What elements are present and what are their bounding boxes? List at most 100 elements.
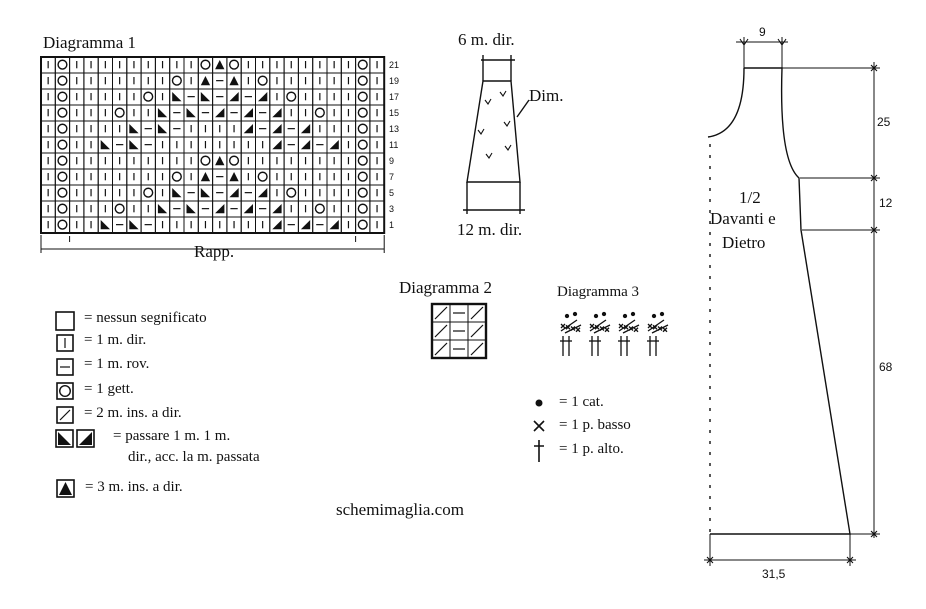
dot-icon bbox=[535, 399, 543, 407]
chain-dot bbox=[622, 313, 628, 319]
yarn-over-circle bbox=[314, 107, 325, 118]
chart-cell bbox=[312, 136, 328, 154]
sleeve-shape bbox=[466, 80, 521, 183]
yarn-over-circle bbox=[357, 123, 368, 134]
yarn-over-circle bbox=[57, 219, 68, 230]
chart-cell bbox=[183, 120, 199, 138]
chart-cell bbox=[431, 321, 451, 341]
chart-cell bbox=[126, 136, 142, 154]
chart-cell bbox=[240, 184, 256, 202]
diagram1-title: Diagramma 1 bbox=[43, 33, 136, 52]
skpo-left-triangle bbox=[200, 92, 211, 102]
chart-cell bbox=[212, 200, 228, 218]
yarn-over-circle bbox=[57, 171, 68, 182]
chart-cell bbox=[54, 216, 71, 234]
chart-cell bbox=[355, 168, 371, 186]
chart-cell bbox=[154, 120, 171, 138]
skpo-left-triangle bbox=[129, 220, 139, 230]
row-number: 13 bbox=[389, 124, 400, 134]
skpo-right-triangle bbox=[329, 140, 339, 150]
chart-cell bbox=[197, 200, 214, 218]
row-number: 9 bbox=[389, 156, 395, 166]
chart-cell bbox=[40, 168, 56, 186]
chart-cell bbox=[312, 88, 328, 106]
chart-cell bbox=[226, 216, 242, 234]
dim-armhole: 25 bbox=[877, 115, 891, 129]
yarn-over-circle bbox=[357, 59, 368, 70]
chart-cell bbox=[69, 104, 85, 122]
chart-cell bbox=[154, 168, 171, 186]
chart-cell bbox=[467, 303, 487, 323]
chart-cell bbox=[283, 120, 299, 138]
cross-stitch bbox=[589, 323, 595, 329]
legend-box bbox=[76, 429, 95, 448]
chart-cell bbox=[240, 216, 256, 234]
chart-cell bbox=[69, 200, 85, 218]
yarn-over-circle bbox=[357, 219, 368, 230]
legend-box bbox=[56, 406, 74, 424]
chart-cell bbox=[83, 136, 99, 154]
chart-cell bbox=[97, 104, 113, 122]
chart-cell bbox=[255, 136, 271, 154]
chart-cell bbox=[183, 136, 199, 154]
chart-cell bbox=[255, 56, 271, 74]
chain-arc bbox=[589, 319, 611, 334]
chart-cell bbox=[326, 168, 342, 186]
chart-cell bbox=[283, 88, 299, 106]
yarn-over-circle bbox=[143, 91, 154, 102]
chain-dot bbox=[601, 311, 607, 317]
cross-stitch bbox=[604, 327, 610, 333]
triple-triangle bbox=[215, 156, 225, 166]
yarn-over-circle bbox=[57, 123, 68, 134]
chart-cell bbox=[312, 56, 328, 74]
skpo-right-triangle bbox=[243, 204, 253, 214]
legend-text: = nessun segnificato bbox=[84, 310, 207, 326]
schematic-neckline bbox=[707, 67, 745, 138]
skpo-left-triangle bbox=[157, 204, 168, 214]
chart-cell bbox=[340, 104, 357, 122]
chart-cell bbox=[97, 152, 113, 170]
skpo-right-triangle bbox=[272, 220, 282, 230]
chart-cell bbox=[326, 120, 342, 138]
chart-cell bbox=[212, 88, 228, 106]
yarn-over-circle bbox=[357, 75, 368, 86]
chart-cell bbox=[212, 216, 228, 234]
legend-box bbox=[55, 311, 75, 331]
yarn-over-circle bbox=[228, 155, 240, 166]
chart-cell bbox=[312, 216, 328, 234]
sleeve-dim-label: Dim. bbox=[529, 86, 564, 105]
row-number: 11 bbox=[389, 140, 399, 150]
chart-cell bbox=[212, 72, 228, 90]
chart-cell bbox=[312, 72, 328, 90]
chart-cell bbox=[226, 88, 242, 106]
chart-cell bbox=[449, 321, 469, 341]
chart-cell bbox=[326, 216, 342, 234]
chart-cell bbox=[283, 216, 299, 234]
chart-cell bbox=[169, 184, 185, 202]
chart-cell bbox=[240, 120, 256, 138]
chart-cell bbox=[212, 184, 228, 202]
chain-arc bbox=[560, 319, 582, 334]
chart-cell bbox=[340, 168, 357, 186]
schematic-outline bbox=[707, 67, 851, 535]
chart-cell bbox=[283, 56, 299, 74]
chart-cell bbox=[369, 56, 385, 74]
chart-cell bbox=[83, 120, 99, 138]
chart-cell bbox=[340, 184, 357, 202]
chart-cell bbox=[54, 120, 71, 138]
chart-cell bbox=[269, 56, 285, 74]
legend-box bbox=[56, 382, 74, 400]
chart-cell bbox=[69, 72, 85, 90]
chart-cell bbox=[369, 152, 385, 170]
yarn-over-circle bbox=[57, 107, 68, 118]
chart-cell bbox=[97, 200, 113, 218]
schematic-dim-arrows bbox=[706, 38, 878, 564]
diagram2-border bbox=[430, 302, 488, 360]
chart-cell bbox=[126, 56, 142, 74]
chart-cell bbox=[154, 72, 171, 90]
chart-cell bbox=[83, 200, 99, 218]
yarn-over-circle bbox=[57, 203, 68, 214]
chart-cell bbox=[126, 216, 142, 234]
yarn-over-circle bbox=[357, 203, 368, 214]
chart-cell bbox=[297, 168, 314, 186]
